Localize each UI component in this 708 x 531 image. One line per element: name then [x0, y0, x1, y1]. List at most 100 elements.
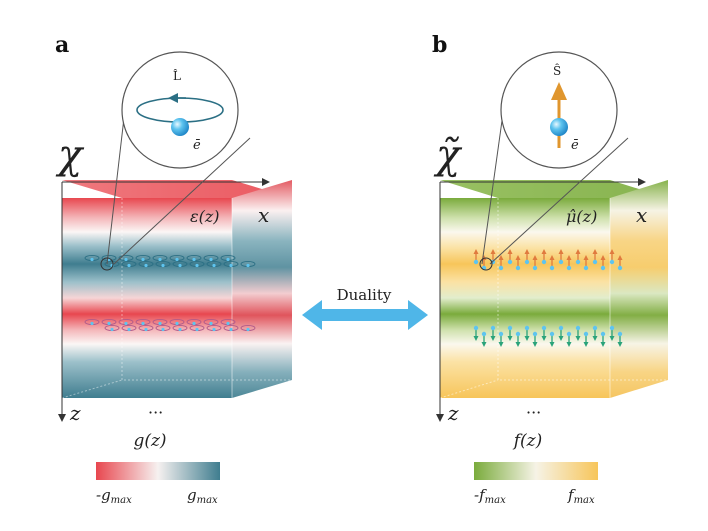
panel-a: a χ x z ε(z) ··· L̂	[55, 32, 292, 506]
spin-glyph-up	[473, 249, 479, 265]
orbit-glyph-upper	[220, 254, 236, 262]
orbit-glyph-upper	[189, 260, 205, 268]
orbit-glyph-lower	[84, 318, 100, 326]
block-front-face	[62, 198, 232, 398]
colorbar-a	[96, 462, 220, 480]
zoom-spot-b	[479, 257, 493, 271]
orbit-glyph-upper	[155, 260, 171, 268]
orbit-glyph-upper	[223, 260, 239, 268]
spin-layers	[473, 249, 623, 347]
duality-label: Duality	[337, 286, 392, 304]
duality-connector: Duality	[302, 286, 428, 330]
spin-glyph-down	[549, 331, 555, 347]
inset-operator-S: Ŝ	[553, 62, 561, 78]
spin-glyph-down	[498, 331, 504, 347]
orbit-glyph-lower	[186, 318, 202, 326]
spin-glyph-down	[515, 331, 521, 347]
spin-glyph-down	[541, 325, 547, 341]
function-label-f: f(z)	[512, 431, 543, 451]
electron-label-b: ē	[571, 138, 579, 153]
spin-glyph-up	[583, 255, 589, 271]
z-axis-label-a: z	[69, 401, 81, 425]
orbit-glyph-lower	[189, 324, 205, 332]
orbit-glyph-upper	[135, 254, 151, 262]
orbit-glyph-lower	[101, 318, 117, 326]
spin-glyph-up	[549, 255, 555, 271]
z-axis-label-b: z	[447, 401, 459, 425]
block-side-face	[232, 180, 292, 398]
orbit-glyph-upper	[172, 260, 188, 268]
orbit-glyph-lower	[172, 324, 188, 332]
panel-letter-a: a	[55, 32, 69, 58]
electron-ball-b	[550, 118, 568, 136]
spin-glyph-down	[490, 325, 496, 341]
spin-glyph-up	[515, 255, 521, 271]
orbit-glyph-lower	[223, 324, 239, 332]
spin-glyph-up	[524, 249, 530, 265]
colorbar-min-b: -fmax	[474, 486, 506, 506]
field-symbol-chi: χ	[55, 132, 85, 178]
orbit-glyph-upper	[118, 254, 134, 262]
orbit-glyph-upper	[152, 254, 168, 262]
orbit-direction-arrow	[168, 93, 178, 103]
spin-glyph-up	[609, 249, 615, 265]
block-top-face	[62, 180, 292, 198]
orbit-glyph-lower	[135, 318, 151, 326]
orbit-glyph-lower	[138, 324, 154, 332]
orbit-glyph-lower	[121, 324, 137, 332]
spin-glyph-down	[481, 331, 487, 347]
spin-glyph-down	[609, 325, 615, 341]
spin-glyph-down	[575, 325, 581, 341]
spin-glyph-up	[558, 249, 564, 265]
orbit-glyph-upper	[84, 254, 100, 262]
spin-glyph-down	[507, 325, 513, 341]
inset-operator-L: L̂	[173, 68, 181, 83]
spin-glyph-up	[617, 255, 623, 271]
permeability-label: μ̂(z)	[566, 207, 597, 226]
colorbar-b	[474, 462, 598, 480]
orbit-glyph-lower	[155, 324, 171, 332]
double-arrow	[302, 300, 428, 330]
spin-glyph-down	[583, 331, 589, 347]
material-block-b	[439, 180, 668, 399]
x-axis-label-b: x	[636, 203, 647, 227]
ellipsis-a: ···	[148, 403, 163, 422]
orbit-glyph-lower	[240, 324, 256, 332]
spin-glyph-up	[592, 249, 598, 265]
spin-glyph-up	[498, 255, 504, 271]
material-block-a	[61, 180, 292, 399]
electron-ball-a	[171, 118, 189, 136]
spin-glyph-down	[473, 325, 479, 341]
orbit-glyph-lower	[203, 318, 219, 326]
orbit-glyph-lower	[104, 324, 120, 332]
orbit-glyph-lower	[220, 318, 236, 326]
colorbar-min-a: -gmax	[96, 486, 132, 506]
spin-glyph-down	[600, 331, 606, 347]
orbit-glyph-lower	[169, 318, 185, 326]
orbit-glyph-upper	[240, 260, 256, 268]
function-label-g: g(z)	[133, 431, 166, 451]
orbit-glyph-upper	[206, 260, 222, 268]
panel-letter-b: b	[432, 32, 447, 58]
colorbar-max-b: fmax	[567, 486, 595, 506]
spin-glyph-down	[617, 331, 623, 347]
x-axis-label-a: x	[258, 203, 269, 227]
colorbar-max-a: gmax	[187, 486, 218, 506]
orbit-glyph-upper	[138, 260, 154, 268]
spin-glyph-up	[566, 255, 572, 271]
electron-label-a: ē	[193, 138, 201, 153]
block-side-face	[610, 180, 668, 398]
spin-glyph-up	[600, 255, 606, 271]
zoom-inset-b: Ŝ ē	[479, 51, 629, 271]
spin-glyph-down	[592, 325, 598, 341]
spin-glyph-down	[558, 325, 564, 341]
spin-glyph-up	[575, 249, 581, 265]
ellipsis-b: ···	[526, 403, 541, 422]
orbit-glyph-lower	[206, 324, 222, 332]
orbit-glyph-upper	[186, 254, 202, 262]
orbit-glyph-upper	[169, 254, 185, 262]
spin-glyph-up	[532, 255, 538, 271]
block-top-face	[440, 180, 668, 198]
spin-glyph-down	[532, 331, 538, 347]
